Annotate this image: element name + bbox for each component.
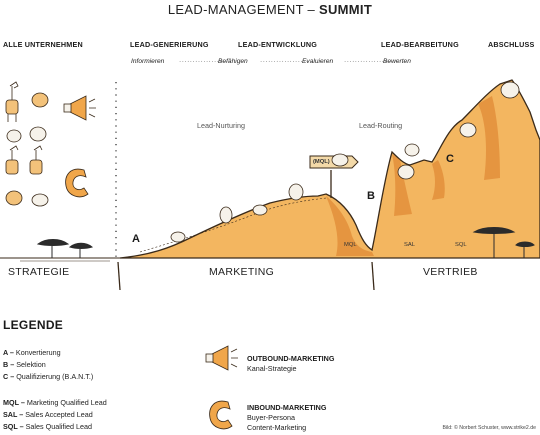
- column-header-lead-entwicklung: LEAD-ENTWICKLUNG: [238, 40, 318, 49]
- column-header-lead-bearbeitung: LEAD-BEARBEITUNG: [381, 40, 459, 49]
- step-separator-dots: ··················: [344, 58, 393, 65]
- mountain-shading: [326, 96, 500, 256]
- stage-label-sal: SAL: [404, 242, 415, 248]
- step-bewerten: Bewerten: [383, 58, 411, 65]
- section-label-marketing: MARKETING: [209, 266, 275, 278]
- legend-channel-title-inbound: INBOUND-MARKETING: [247, 403, 327, 412]
- section-divider: [371, 261, 375, 291]
- marker-c: C: [446, 153, 454, 165]
- legend-term-item: MQL – Marketing Qualified Lead: [3, 398, 107, 407]
- stage-label-sql: SQL: [455, 242, 467, 248]
- magnet-icon: [209, 400, 233, 430]
- signpost-label: (MQL): [313, 159, 330, 165]
- step-separator-dots: ··················: [179, 58, 228, 65]
- magnet-icon: [65, 168, 89, 198]
- megaphone-icon: [205, 345, 238, 371]
- mountain: [119, 79, 540, 259]
- column-header-lead-generierung: LEAD-GENERIERUNG: [130, 40, 209, 49]
- legend-marker-item: A – Konvertierung: [3, 348, 61, 357]
- legend-term-item: SQL – Sales Qualified Lead: [3, 422, 92, 431]
- process-label-nurturing: Lead-Nurturing: [197, 121, 245, 130]
- marker-a: A: [132, 233, 140, 245]
- process-label-routing: Lead-Routing: [359, 121, 403, 130]
- step-befaehigen: Befähigen: [218, 58, 248, 65]
- legend-marker-item: C – Qualifizierung (B.A.N.T.): [3, 372, 94, 381]
- step-informieren: Informieren: [131, 58, 165, 65]
- page-title: LEAD-MANAGEMENT – SUMMIT: [167, 2, 373, 17]
- elephant-icon: [170, 81, 520, 243]
- image-credit: Bild: © Norbert Schuster, www.strike2.de: [442, 425, 537, 431]
- section-label-vertrieb: VERTRIEB: [423, 266, 478, 278]
- legend-channel-line: Kanal-Strategie: [247, 364, 297, 373]
- legend-term-item: SAL – Sales Accepted Lead: [3, 410, 93, 419]
- legend-title: LEGENDE: [3, 318, 64, 332]
- step-separator-dots: ··················: [260, 58, 309, 65]
- step-evaluieren: Evaluieren: [302, 58, 334, 65]
- marker-b: B: [367, 190, 375, 202]
- megaphone-icon: [63, 95, 96, 121]
- legend-channel-title-outbound: OUTBOUND-MARKETING: [247, 354, 335, 363]
- column-header-abschluss: ABSCHLUSS: [488, 40, 535, 49]
- legend-channel-line: Buyer-Persona: [247, 413, 295, 422]
- legend-channel-line: Content-Marketing: [247, 423, 307, 432]
- section-label-strategie: STRATEGIE: [8, 266, 70, 278]
- legend-marker-item: B – Selektion: [3, 360, 46, 369]
- column-header-alle-unternehmen: ALLE UNTERNEHMEN: [3, 40, 83, 49]
- animal-doodles: [5, 81, 49, 207]
- section-divider: [117, 261, 121, 291]
- stage-label-mql: MQL: [344, 242, 357, 248]
- tree-icon: [36, 227, 535, 258]
